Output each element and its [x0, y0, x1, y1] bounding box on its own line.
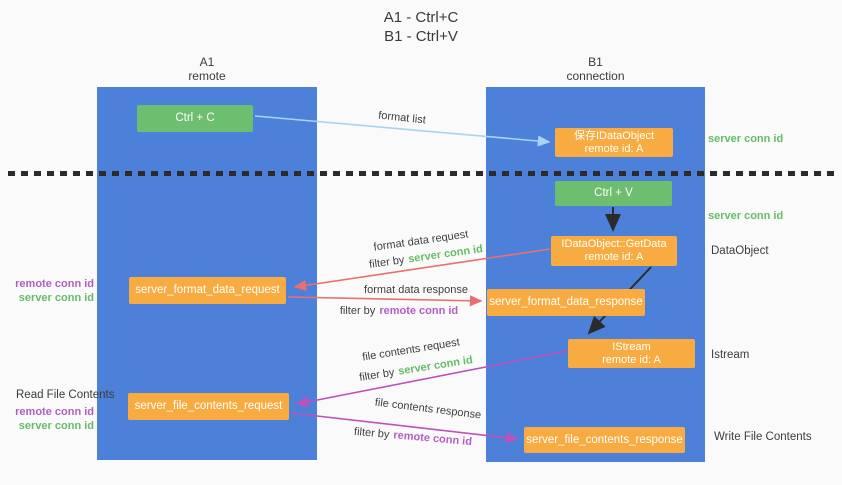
server-conn-id-left-1: server conn id: [18, 292, 94, 304]
format-list-label: format list: [377, 109, 427, 127]
server-file-contents-response-node: server_file_contents_response: [524, 427, 685, 453]
dataobject-annotation: DataObject: [711, 245, 769, 257]
istream-node: IStream remote id: A: [568, 339, 695, 368]
filter-by-text: filter by: [353, 425, 390, 441]
getdata-line2: remote id: A: [584, 251, 644, 263]
filter-by-text: filter by: [368, 254, 406, 271]
save-idataobject-line1: 保存IDataObject: [573, 129, 655, 142]
diagram-title: A1 - Ctrl+C B1 - Ctrl+V: [0, 8, 842, 46]
getdata-node: IDataObject::GetData remote id: A: [551, 236, 677, 266]
column-header-b1: B1 connection: [486, 55, 705, 83]
server-conn-id-right-2: server conn id: [708, 210, 784, 222]
server-format-data-request-label: server_format_data_request: [135, 284, 280, 296]
server-conn-id-left-2: server conn id: [18, 420, 94, 432]
server-format-data-response-node: server_format_data_response: [487, 289, 645, 316]
dotted-divider-line: [8, 171, 836, 176]
column-b1-subtitle: connection: [566, 69, 625, 83]
title-line-2: B1 - Ctrl+V: [384, 28, 458, 45]
column-a1-name: A1: [199, 55, 215, 69]
filter-by-text: filter by: [339, 305, 376, 317]
write-file-contents-annotation: Write File Contents: [714, 431, 812, 443]
server-file-contents-request-node: server_file_contents_request: [128, 393, 289, 420]
ctrl-c-node: Ctrl + C: [137, 105, 253, 132]
server-file-contents-request-label: server_file_contents_request: [134, 400, 283, 412]
title-line-1: A1 - Ctrl+C: [383, 9, 459, 26]
save-idataobject-node: 保存IDataObject remote id: A: [555, 128, 673, 157]
format-data-response-label: format data response: [364, 284, 468, 296]
istream-line1: IStream: [612, 340, 651, 353]
save-idataobject-line2: remote id: A: [584, 142, 644, 155]
file-contents-response-label: file contents response: [374, 396, 482, 422]
column-a1-subtitle: remote: [188, 69, 226, 83]
server-conn-id-right-1: server conn id: [708, 133, 784, 145]
server-conn-id-text: server conn id: [397, 354, 474, 378]
ctrl-v-node: Ctrl + V: [555, 181, 672, 206]
column-b1-name: B1: [588, 55, 603, 69]
server-format-data-request-node: server_format_data_request: [129, 277, 286, 304]
remote-conn-id-left-1: remote conn id: [15, 278, 94, 290]
column-header-a1: A1 remote: [97, 55, 317, 83]
istream-annotation: Istream: [711, 349, 750, 361]
remote-conn-id-left-2: remote conn id: [15, 406, 94, 418]
istream-line2: remote id: A: [602, 353, 661, 366]
read-file-contents-annotation: Read File Contents: [16, 389, 115, 401]
server-format-data-response-label: server_format_data_response: [489, 296, 643, 308]
server-file-contents-response-label: server_file_contents_response: [526, 433, 683, 446]
ctrl-c-label: Ctrl + C: [175, 112, 215, 124]
remote-conn-id-text: remote conn id: [379, 305, 459, 317]
remote-conn-id-text: remote conn id: [392, 429, 473, 449]
getdata-line1: IDataObject::GetData: [561, 238, 667, 250]
ctrl-v-label: Ctrl + V: [594, 187, 633, 199]
filter-by-text: filter by: [358, 366, 396, 384]
